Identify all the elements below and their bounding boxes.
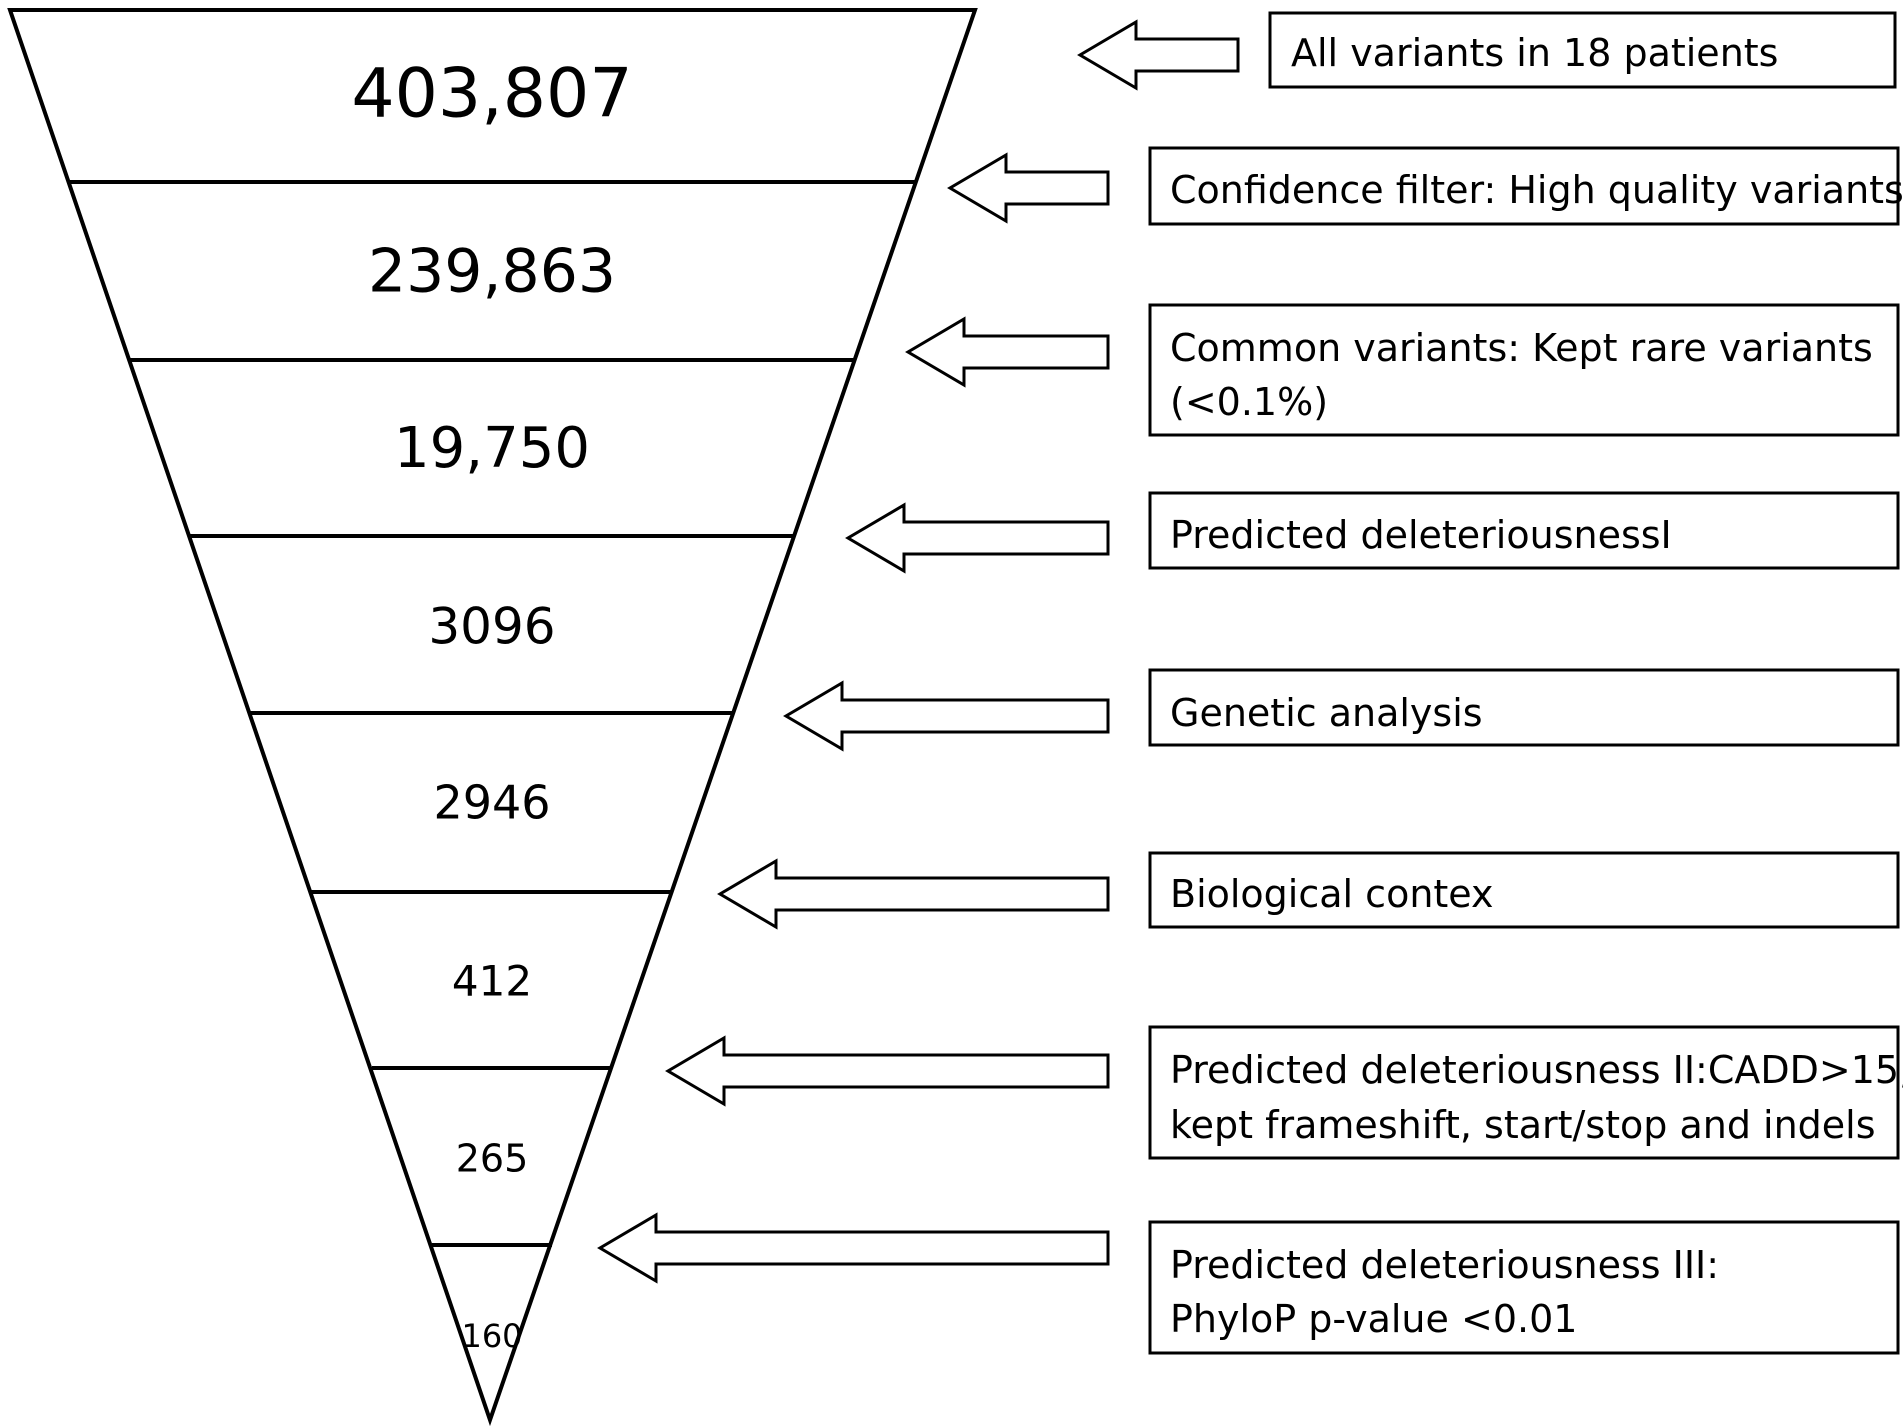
stage-count-deleterious-2: 265 (456, 1137, 529, 1181)
left-arrow-icon (597, 1212, 1110, 1284)
stage-count-biological-context: 412 (452, 957, 532, 1006)
filter-label: Predicted deleteriousness II:CADD>15, (1170, 1048, 1903, 1092)
stage-count-deleterious-3: 160 (461, 1317, 522, 1355)
stage-count-high-quality: 239,863 (368, 237, 616, 307)
filter-label: Common variants: Kept rare variants (1170, 326, 1873, 370)
left-arrow-icon (665, 1035, 1110, 1107)
filter-box-deleteriousness-2: Predicted deleteriousness II:CADD>15, ke… (1148, 1025, 1903, 1160)
left-arrow-icon (717, 858, 1110, 930)
stage-count-rare: 19,750 (394, 416, 590, 481)
left-arrow-icon (905, 316, 1110, 388)
filter-label: kept frameshift, start/stop and indels (1170, 1103, 1876, 1147)
filter-box-biological-context: Biological contex (1148, 851, 1900, 929)
left-arrow-icon (1077, 19, 1240, 91)
stage-count-genetic-analysis: 2946 (433, 776, 550, 830)
filter-box-confidence: Confidence filter: High quality variants (1148, 146, 1903, 226)
stage-count-deleterious-1: 3096 (428, 598, 555, 656)
filter-label: Genetic analysis (1170, 691, 1483, 735)
filter-label: Biological contex (1170, 872, 1494, 916)
filter-box-deleteriousness-1: Predicted deleteriousnessI (1148, 491, 1900, 570)
filter-label: Predicted deleteriousness III: (1170, 1243, 1719, 1287)
stage-count-all-variants: 403,807 (351, 55, 632, 134)
filter-box-deleteriousness-3: Predicted deleteriousness III: PhyloP p-… (1148, 1220, 1900, 1355)
left-arrow-icon (783, 680, 1110, 752)
filter-box-genetic-analysis: Genetic analysis (1148, 668, 1900, 747)
left-arrow-icon (845, 502, 1110, 574)
filter-label: Predicted deleteriousnessI (1170, 513, 1672, 557)
filter-label: (<0.1%) (1170, 380, 1328, 424)
filter-label: Confidence filter: High quality variants (1170, 168, 1903, 212)
left-arrow-icon (947, 152, 1110, 224)
filter-box-all-variants: All variants in 18 patients (1268, 11, 1897, 89)
filter-label: PhyloP p-value <0.01 (1170, 1297, 1577, 1341)
filter-box-common-variants: Common variants: Kept rare variants (<0.… (1148, 303, 1900, 437)
filter-label: All variants in 18 patients (1291, 31, 1778, 75)
